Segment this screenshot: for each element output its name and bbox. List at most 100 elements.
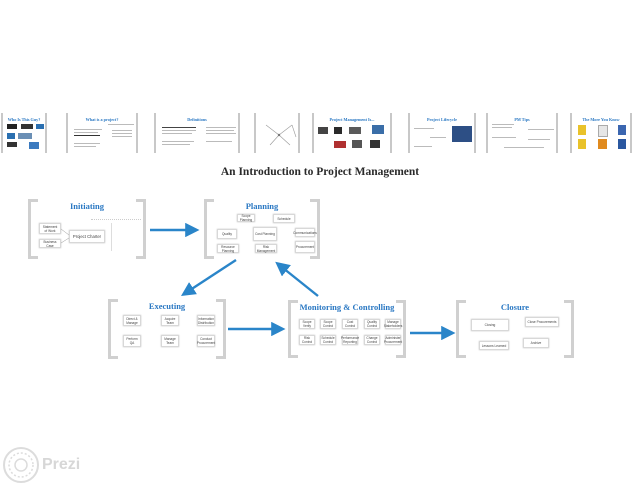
box-administer-procurement[interactable]: Administer Procurement — [383, 335, 403, 345]
phase-title: Executing — [148, 301, 186, 311]
phase-title: Initiating — [69, 201, 104, 211]
thumbnail-title: Project Management Is... — [329, 117, 375, 122]
photo-image — [372, 125, 384, 134]
box-closing[interactable]: Closing — [471, 319, 509, 331]
photo-image — [334, 141, 346, 148]
photo-image — [318, 127, 328, 134]
box-close-procurements[interactable]: Close Procurements — [525, 317, 559, 327]
box-cost-control[interactable]: Cost Control — [342, 319, 358, 329]
photo-image — [334, 127, 342, 134]
box-communications[interactable]: Communications — [293, 228, 317, 237]
box-business-case[interactable]: Business Case — [39, 239, 61, 248]
box-cost-planning[interactable]: Cost Planning — [253, 227, 277, 241]
logo-image — [21, 124, 33, 129]
book-cover-image — [578, 139, 586, 149]
thumbnail-diagram[interactable] — [254, 113, 300, 153]
thumbnail-who-is-this-guy[interactable]: Who Is This Guy? — [1, 113, 47, 153]
box-scope-control[interactable]: Scope Control — [320, 319, 336, 329]
thumbnail-what-is-a-project[interactable]: What is a project? — [66, 113, 138, 153]
book-cover-image — [598, 125, 608, 137]
book-cover-image — [578, 125, 586, 135]
book-cover-image — [618, 125, 626, 135]
text-line — [492, 127, 512, 128]
thumbnail-project-lifecycle[interactable]: Project Lifecycle — [408, 113, 476, 153]
text-line — [504, 147, 544, 148]
text-line — [74, 143, 100, 144]
thumbnail-project-management-is[interactable]: Project Management Is... — [312, 113, 392, 153]
phase-title: Closure — [500, 302, 530, 312]
text-line — [206, 133, 236, 134]
box-scope-verify[interactable]: Scope Verify — [299, 319, 315, 329]
box-conduct-procurement[interactable]: Conduct Procurement — [196, 335, 216, 347]
text-line — [162, 144, 190, 145]
text-line — [108, 124, 134, 125]
text-line — [112, 133, 132, 134]
text-line — [414, 128, 434, 129]
network-diagram — [265, 124, 297, 146]
text-line — [492, 124, 514, 125]
box-quality-control[interactable]: Quality Control — [364, 319, 380, 329]
phase-title: Planning — [245, 201, 279, 211]
charter-connectors — [60, 228, 70, 244]
text-line — [112, 130, 132, 131]
box-procurement[interactable]: Procurement — [295, 241, 315, 253]
thumbnail-title: Who Is This Guy? — [7, 117, 41, 122]
box-schedule[interactable]: Schedule — [273, 214, 295, 223]
text-line — [528, 139, 550, 140]
box-statement-of-work[interactable]: Statement of Work — [39, 223, 61, 234]
box-resource-planning[interactable]: Resource Planning — [217, 244, 239, 253]
phase-initiating[interactable]: Initiating Statement of Work Business Ca… — [28, 199, 146, 259]
logo-image — [7, 133, 15, 139]
thumbnail-the-more-you-know[interactable]: The More You Know — [570, 113, 632, 153]
thumbnail-title: Definitions — [187, 117, 207, 122]
thumbnail-title: Project Lifecycle — [426, 117, 458, 122]
box-archive[interactable]: Archive — [523, 338, 549, 348]
thumbnail-pm-tips[interactable]: PM Tips — [486, 113, 558, 153]
prezi-wordmark: Prezi — [42, 456, 81, 473]
phase-closure[interactable]: Closure Closing Close Procurements Lesso… — [456, 300, 574, 358]
box-lessons-learned[interactable]: Lessons Learned — [479, 341, 509, 350]
box-change-control[interactable]: Change Control — [364, 335, 380, 345]
page-title: An Introduction to Project Management — [220, 166, 420, 178]
box-project-charter[interactable]: Project Charter — [69, 230, 105, 243]
logo-image — [7, 142, 17, 147]
phase-monitoring-controlling[interactable]: Monitoring & Controlling Scope Verify Sc… — [288, 300, 406, 358]
thumbnail-title: PM Tips — [514, 117, 530, 122]
box-scope-planning[interactable]: Scope Planning — [237, 214, 255, 222]
charter-notes — [111, 223, 144, 251]
box-direct-manage[interactable]: Direct & Manage — [123, 315, 141, 326]
text-line — [206, 130, 234, 131]
box-manage-team[interactable]: Manage Team — [161, 335, 179, 347]
text-line — [528, 129, 554, 130]
box-quality[interactable]: Quality — [217, 229, 237, 239]
phase-description — [91, 213, 141, 220]
book-cover-image — [618, 139, 626, 149]
text-line — [162, 141, 194, 142]
box-information-distribution[interactable]: Information Distribution — [197, 315, 215, 326]
text-line — [492, 137, 516, 138]
text-line — [74, 135, 100, 136]
thumbnail-definitions[interactable]: Definitions — [154, 113, 240, 153]
text-line — [112, 136, 132, 137]
logo-image — [36, 124, 44, 129]
phase-title: Monitoring & Controlling — [299, 302, 395, 312]
phase-planning[interactable]: Planning Scope Planning Schedule Quality… — [204, 199, 320, 259]
prezi-logo[interactable]: Prezi — [2, 446, 80, 484]
box-manage-stakeholders[interactable]: Manage Stakeholders — [383, 319, 403, 329]
text-line — [430, 137, 446, 138]
logo-image — [18, 133, 32, 139]
arrow-monitoring-to-planning — [275, 261, 319, 297]
text-line — [206, 141, 232, 142]
box-risk-control[interactable]: Risk Control — [299, 335, 315, 345]
thumbnail-title: The More You Know — [582, 117, 620, 122]
arrow-planning-to-executing — [180, 258, 237, 296]
box-acquire-team[interactable]: Acquire Team — [161, 315, 179, 326]
photo-image — [370, 140, 380, 148]
phase-executing[interactable]: Executing Direct & Manage Acquire Team I… — [108, 299, 226, 359]
text-line — [414, 146, 432, 147]
box-perform-qa[interactable]: Perform QA — [123, 335, 141, 347]
box-risk-management[interactable]: Risk Management — [255, 244, 277, 253]
box-performance-reporting[interactable]: Performance Reporting — [340, 335, 360, 345]
box-schedule-control[interactable]: Schedule Control — [320, 335, 336, 345]
logo-image — [7, 124, 17, 129]
